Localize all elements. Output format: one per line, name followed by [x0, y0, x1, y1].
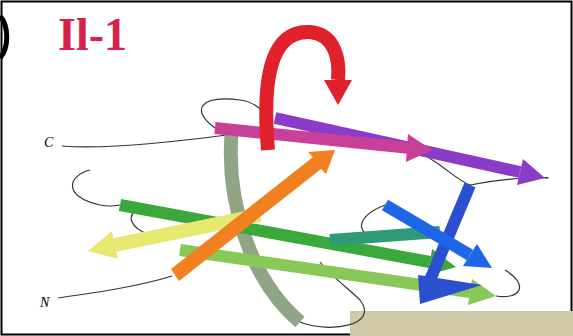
loop-lines	[58, 99, 548, 327]
figure-title: Il-1	[58, 12, 127, 58]
beta-strand	[171, 150, 335, 281]
corner-band	[350, 311, 573, 336]
beta-strand	[385, 205, 492, 268]
cut-bracket	[0, 16, 7, 58]
terminus-label: C	[44, 136, 53, 150]
terminus-label: N	[40, 296, 49, 310]
beta-strand	[180, 250, 496, 305]
beta-strand	[266, 32, 352, 150]
